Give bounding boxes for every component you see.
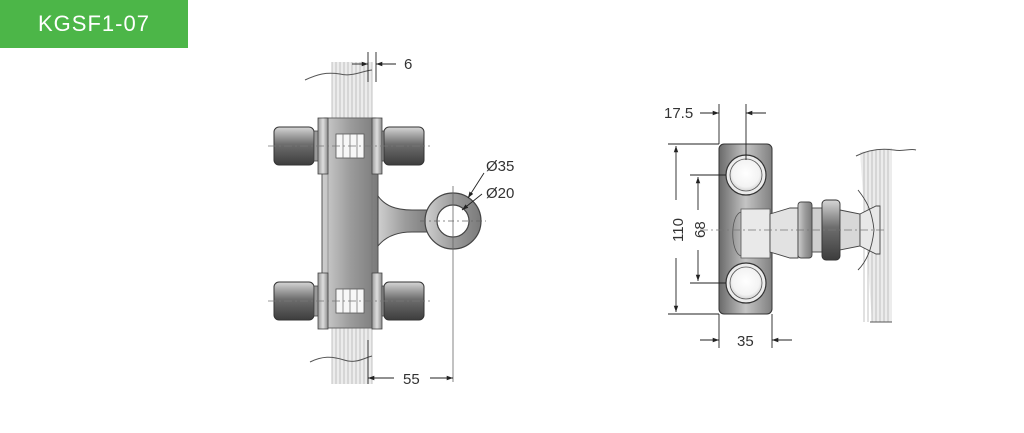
side-dimensions: 17.5 110 68 35 (664, 104, 792, 350)
dim-offset-label: 17.5 (664, 105, 693, 122)
mount-ring (420, 186, 486, 382)
front-view: 6 Ø35 Ø20 55 (268, 52, 514, 388)
front-dimensions: 6 Ø35 Ø20 55 (352, 52, 514, 388)
dim-hole-spacing-label: 68 (692, 221, 709, 238)
model-label: KGSF1-07 (38, 11, 150, 36)
top-bolt (268, 117, 430, 175)
bottom-bolt (268, 272, 430, 330)
dim-thickness-label: 6 (404, 56, 412, 73)
dim-block-width-label: 35 (737, 333, 754, 350)
dim-total-height-label: 110 (670, 218, 687, 242)
dim-inner-diameter-label: Ø20 (486, 185, 514, 202)
model-badge: KGSF1-07 (0, 0, 188, 48)
rotule-fitting (700, 189, 886, 271)
dim-arm-length-label: 55 (403, 371, 420, 388)
dim-outer-diameter-label: Ø35 (486, 158, 514, 175)
side-view: 17.5 110 68 35 (664, 104, 917, 350)
